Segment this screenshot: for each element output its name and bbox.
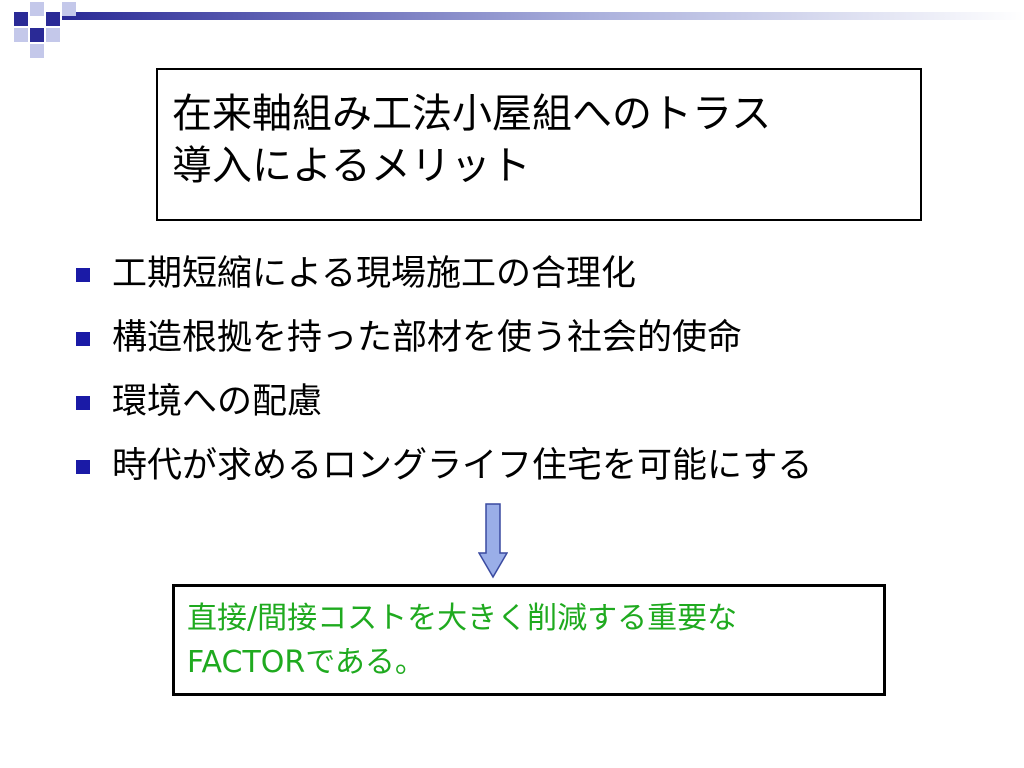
square-bullet-icon (76, 332, 90, 346)
slide-title-line-2: 導入によるメリット (172, 143, 531, 189)
bullet-text-4: 時代が求めるロングライフ住宅を可能にする (112, 446, 813, 486)
deco-square-dark-2 (46, 12, 60, 26)
deco-square-dark-3 (30, 28, 44, 42)
slide-title-line-1: 在来軸組み工法小屋組へのトラス (172, 91, 772, 137)
bullet-item-4: 時代が求めるロングライフ住宅を可能にする (72, 438, 812, 502)
square-bullet-icon (76, 396, 90, 410)
benefit-bullet-list: 工期短縮による現場施工の合理化 構造根拠を持った部材を使う社会的使命 環境への配… (72, 246, 812, 502)
bullet-text-1: 工期短縮による現場施工の合理化 (112, 254, 636, 294)
bullet-item-1: 工期短縮による現場施工の合理化 (72, 246, 812, 310)
bullet-text-2: 構造根拠を持った部材を使う社会的使命 (112, 318, 743, 358)
slide-title-box: 在来軸組み工法小屋組へのトラス 導入によるメリット (156, 68, 922, 221)
deco-square-light-2 (62, 2, 76, 16)
deco-square-light-1 (30, 2, 44, 16)
bullet-item-3: 環境への配慮 (72, 374, 812, 438)
conclusion-note-box: 直接/間接コストを大きく削減する重要な FACTORである。 (172, 584, 886, 696)
note-line-2: FACTORである。 (187, 645, 425, 680)
deco-square-light-5 (30, 44, 44, 58)
bullet-text-3: 環境への配慮 (112, 382, 323, 422)
down-arrow-icon (478, 503, 508, 579)
note-line-1: 直接/間接コストを大きく削減する重要な (187, 601, 738, 636)
square-bullet-icon (76, 460, 90, 474)
deco-square-light-3 (46, 28, 60, 42)
decorative-header-band (14, 2, 1024, 58)
bullet-item-2: 構造根拠を持った部材を使う社会的使命 (72, 310, 812, 374)
deco-square-light-4 (14, 28, 28, 42)
deco-square-dark-1 (14, 12, 28, 26)
square-bullet-icon (76, 268, 90, 282)
